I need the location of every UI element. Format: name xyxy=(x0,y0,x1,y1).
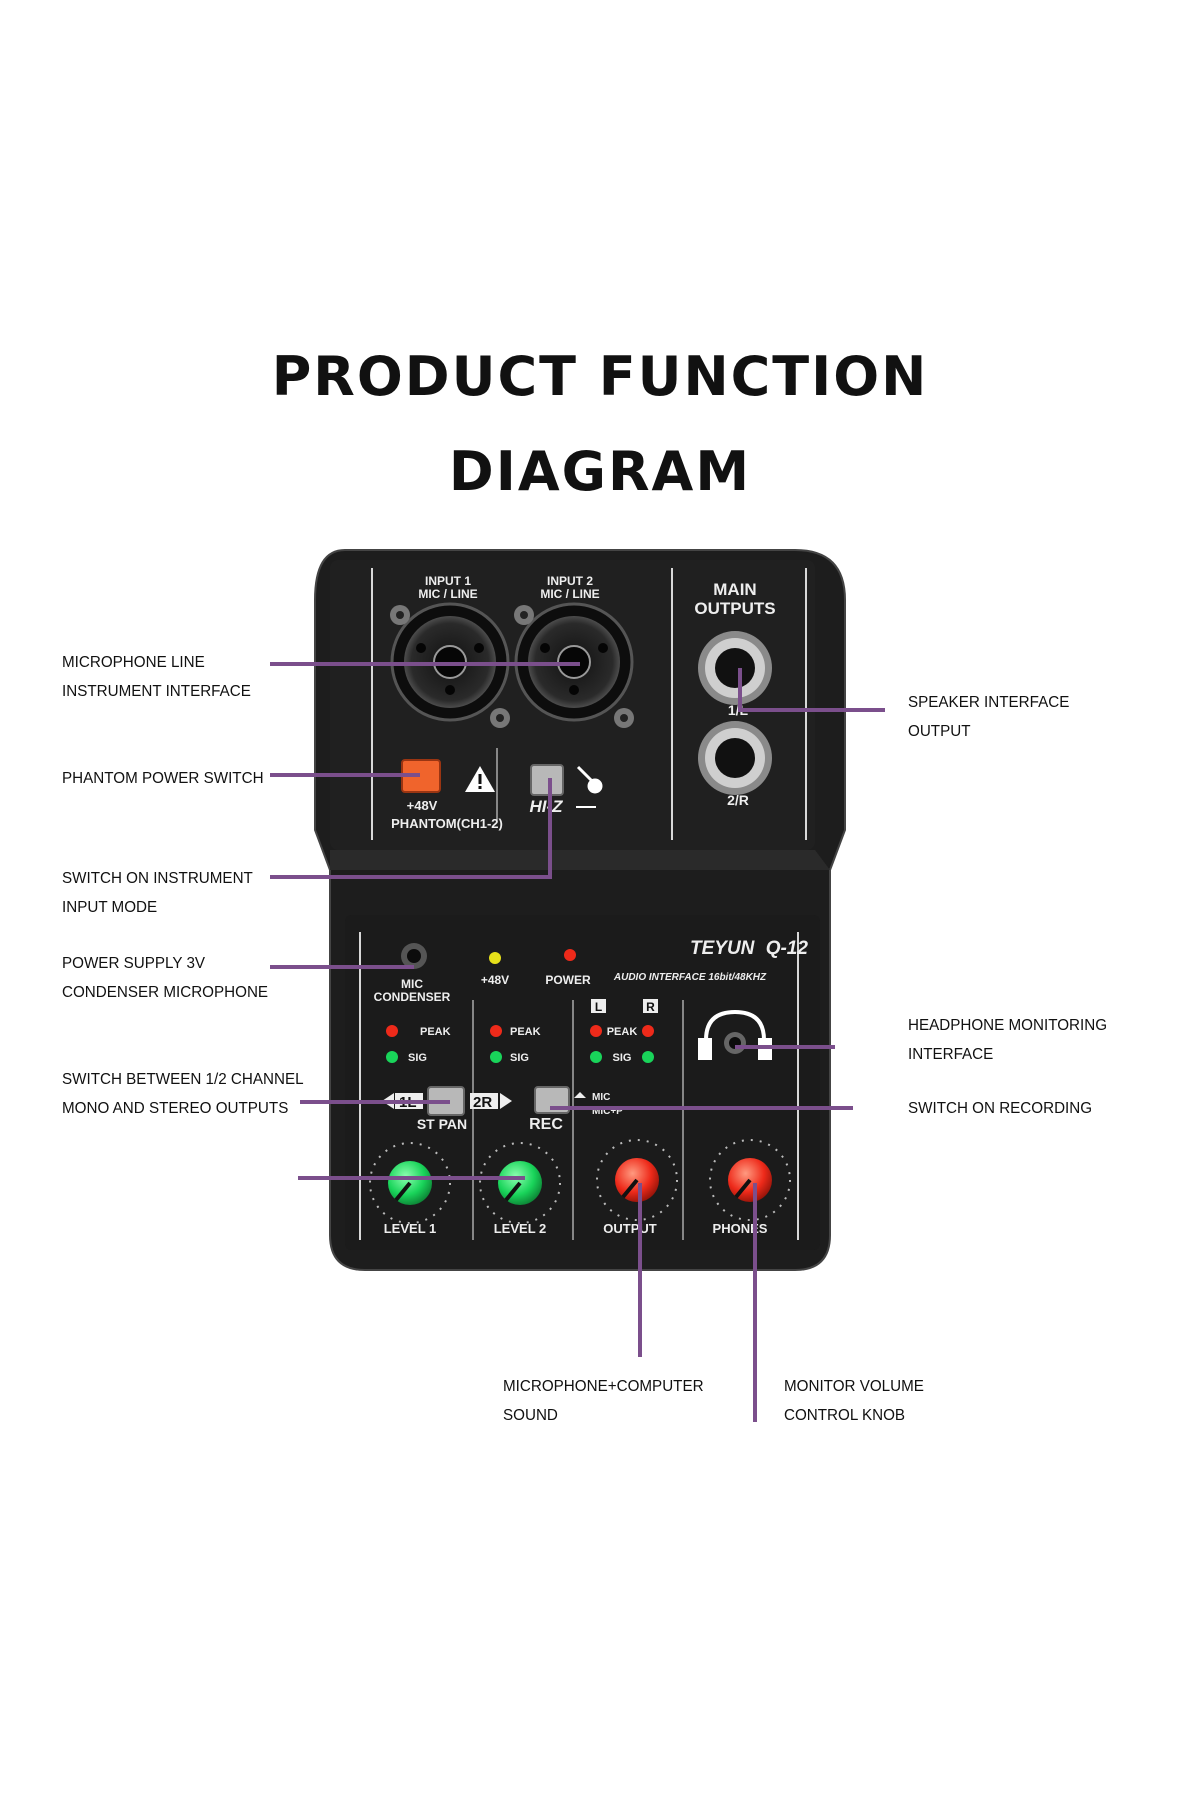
ch2-peak-label: PEAK xyxy=(510,1026,541,1038)
callout-mic-computer-1: MICROPHONE+COMPUTER xyxy=(503,1378,704,1395)
knob-phones[interactable] xyxy=(709,1139,791,1221)
callout-mic-line-2: INSTRUMENT INTERFACE xyxy=(62,683,251,700)
output-2r-label: 2/R xyxy=(727,792,749,808)
callout-recording: SWITCH ON RECORDING xyxy=(908,1094,1092,1123)
callout-monitor-volume: MONITOR VOLUME CONTROL KNOB xyxy=(784,1372,924,1430)
ch1-sig-label: SIG xyxy=(408,1052,427,1064)
callout-instrument: SWITCH ON INSTRUMENT INPUT MODE xyxy=(62,864,253,922)
main-r-peak-led xyxy=(642,1025,654,1037)
phantom-48v-label: +48V xyxy=(407,798,438,813)
callout-speaker-2: OUTPUT xyxy=(908,723,971,740)
ch1-peak-led xyxy=(386,1025,398,1037)
st-pan-label: ST PAN xyxy=(417,1116,467,1132)
callout-power3v-1: POWER SUPPLY 3V xyxy=(62,955,206,972)
rec-micp-label: MIC+P xyxy=(592,1106,623,1117)
main-sig-label: SIG xyxy=(613,1052,632,1064)
callout-instrument-2: INPUT MODE xyxy=(62,899,158,916)
left-channel-mark: L xyxy=(595,1000,602,1014)
main-peak-label: PEAK xyxy=(607,1026,638,1038)
warning-icon xyxy=(465,766,495,792)
brand-name: TEYUN xyxy=(690,938,756,959)
led-48v xyxy=(489,952,501,964)
leader-instrument xyxy=(270,778,552,879)
rec-mic-label: MIC xyxy=(592,1092,610,1103)
callout-mic-line-1: MICROPHONE LINE xyxy=(62,654,205,671)
right-channel-mark: R xyxy=(646,1000,655,1014)
leader-speaker xyxy=(738,668,885,712)
device-body xyxy=(314,549,846,1271)
knob-level1-label: LEVEL 1 xyxy=(384,1221,437,1236)
callout-power3v-2: CONDENSER MICROPHONE xyxy=(62,984,269,1001)
callout-mic-line: MICROPHONE LINE INSTRUMENT INTERFACE xyxy=(62,648,251,706)
phantom-ch-label: PHANTOM(CH1-2) xyxy=(391,816,503,831)
callout-mono-stereo-2: MONO AND STEREO OUTPUTS xyxy=(62,1100,289,1117)
main-output-1l-jack[interactable] xyxy=(698,631,772,705)
knob-level2[interactable] xyxy=(479,1142,561,1224)
lr-indicator: L R xyxy=(591,999,658,1014)
callout-instrument-1: SWITCH ON INSTRUMENT xyxy=(62,870,253,887)
status-leds xyxy=(386,949,654,1063)
mic-condenser-line1: MIC xyxy=(401,977,423,991)
mic-condenser-line2: CONDENSER xyxy=(374,990,451,1004)
input1-label-line2: MIC / LINE xyxy=(418,587,477,601)
headphone-jack[interactable] xyxy=(724,1032,746,1054)
main-l-sig-led xyxy=(590,1051,602,1063)
input2-label-line2: MIC / LINE xyxy=(540,587,599,601)
main-outputs-line2: OUTPUTS xyxy=(694,599,775,618)
callout-phantom-1: PHANTOM POWER SWITCH xyxy=(62,770,264,787)
callout-recording-1: SWITCH ON RECORDING xyxy=(908,1100,1093,1117)
main-l-peak-led xyxy=(590,1025,602,1037)
main-output-2r-jack[interactable] xyxy=(698,721,772,795)
brand-model-label: TEYUN Q-12 xyxy=(690,938,808,959)
ch1-sig-led xyxy=(386,1051,398,1063)
hiz-switch[interactable] xyxy=(530,764,564,796)
rec-label: REC xyxy=(529,1116,563,1133)
ch2-peak-led xyxy=(490,1025,502,1037)
callout-headphone-2: INTERFACE xyxy=(908,1046,994,1063)
callout-mic-computer-2: SOUND xyxy=(503,1407,558,1424)
knob-level1[interactable] xyxy=(369,1142,451,1224)
knob-output-label: OUTPUT xyxy=(603,1221,657,1236)
main-r-sig-led xyxy=(642,1051,654,1063)
callout-mic-computer: MICROPHONE+COMPUTER SOUND xyxy=(503,1372,704,1430)
pan-2r-label: 2R xyxy=(473,1094,492,1111)
guitar-icon xyxy=(576,765,603,794)
leader-lines xyxy=(270,662,885,1422)
ch2-sig-label: SIG xyxy=(510,1052,529,1064)
callout-mono-stereo-1: SWITCH BETWEEN 1/2 CHANNEL xyxy=(62,1071,304,1088)
ch2-sig-led xyxy=(490,1051,502,1063)
callout-phantom: PHANTOM POWER SWITCH xyxy=(62,764,264,793)
callout-speaker-1: SPEAKER INTERFACE xyxy=(908,694,1070,711)
callout-monitor-volume-2: CONTROL KNOB xyxy=(784,1407,906,1424)
callout-headphone: HEADPHONE MONITORING INTERFACE xyxy=(908,1011,1107,1069)
knob-output[interactable] xyxy=(596,1139,678,1221)
led-power-label: POWER xyxy=(545,973,591,987)
diagram-title-line1: PRODUCT FUNCTION xyxy=(271,345,929,408)
led-power xyxy=(564,949,576,961)
diagram-title-line2: DIAGRAM xyxy=(448,440,752,503)
device-subtitle: AUDIO INTERFACE 16bit/48KHZ xyxy=(613,972,767,983)
model-name: Q-12 xyxy=(766,938,809,959)
input1-label-line1: INPUT 1 xyxy=(425,574,471,588)
led-48v-label: +48V xyxy=(481,973,509,987)
callout-speaker: SPEAKER INTERFACE OUTPUT xyxy=(908,688,1069,746)
ch1-peak-label: PEAK xyxy=(420,1026,451,1038)
callout-monitor-volume-1: MONITOR VOLUME xyxy=(784,1378,924,1395)
input2-label-line1: INPUT 2 xyxy=(547,574,593,588)
callout-mono-stereo: SWITCH BETWEEN 1/2 CHANNEL MONO AND STER… xyxy=(62,1065,304,1123)
hiz-label: HI-Z xyxy=(529,797,563,816)
callout-headphone-1: HEADPHONE MONITORING xyxy=(908,1017,1108,1034)
main-outputs-line1: MAIN xyxy=(713,580,756,599)
condenser-mic-jack[interactable] xyxy=(401,943,427,969)
knob-level2-label: LEVEL 2 xyxy=(494,1221,547,1236)
callout-power3v: POWER SUPPLY 3V CONDENSER MICROPHONE xyxy=(62,949,268,1007)
knob-phones-label: PHONES xyxy=(713,1221,768,1236)
